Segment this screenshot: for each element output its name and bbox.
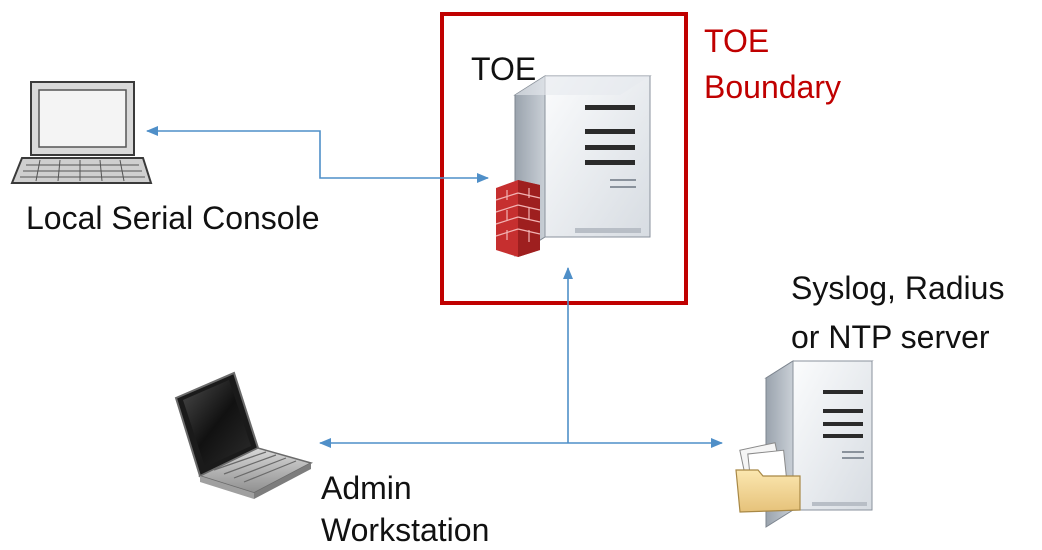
admin-label-line2: Workstation	[321, 512, 489, 548]
console-connector	[146, 126, 489, 183]
external-server-label-line2: or NTP server	[791, 319, 990, 355]
toe-label: TOE	[471, 51, 536, 87]
admin-laptop-icon	[174, 371, 314, 499]
toe-boundary-label-line1: TOE	[704, 23, 769, 59]
local-console-label: Local Serial Console	[26, 200, 320, 236]
file-folder-icon	[735, 442, 801, 513]
external-server-label-line1: Syslog, Radius	[791, 270, 1004, 306]
laptop-icon	[10, 81, 153, 184]
toe-boundary-label-line2: Boundary	[704, 69, 841, 105]
server-icon	[513, 75, 652, 257]
firewall-icon	[495, 180, 541, 257]
connectors	[146, 126, 723, 448]
admin-label-line1: Admin	[321, 470, 412, 506]
